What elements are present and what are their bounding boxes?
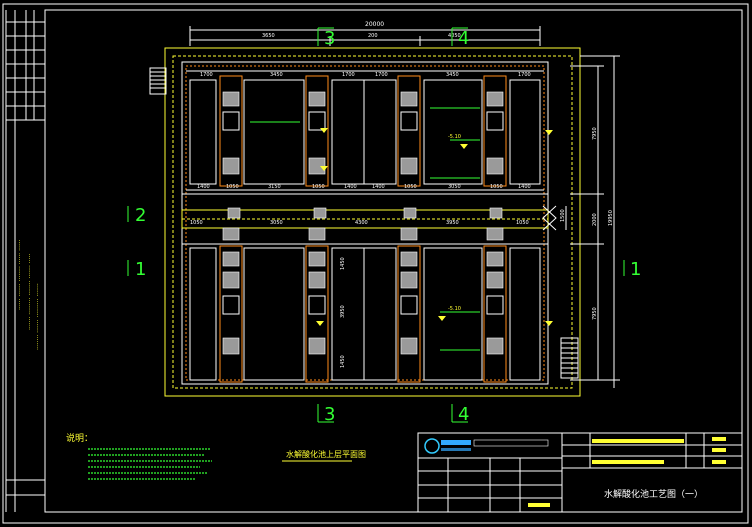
level-triangles [316,128,553,326]
svg-text:······ ······· ········ ······: ······ ······· ········ ······ ······ [17,239,24,310]
title-block [417,432,743,513]
right-dim-2: 2000 [592,213,598,226]
sheet-border [2,3,749,524]
section-mark-left-lower: 1 [135,259,146,280]
lower-compartments [189,247,541,381]
mid-dim-2: 1050 [226,184,239,190]
side-note-text: ······ ······· ········ ······ ······ ··… [17,239,42,350]
section-mark-top-right: 4 [458,28,469,49]
lower-dim-1: 1450 [340,257,346,270]
section-mark-top-left: 3 [324,28,335,49]
lower-channels [219,245,507,383]
section-mark-bottom-left: 3 [324,404,335,425]
right-dimension-lines [565,55,620,388]
lower-column-blocks [222,251,504,355]
annotation-leaders [250,107,480,351]
top-dim-1: 3650 [262,33,275,39]
corridor-dim-5: 1050 [516,220,529,226]
right-dim-5: 1500 [560,209,566,222]
section-cut-lines [127,27,625,423]
drawing-frame [44,9,743,513]
stair-right [560,337,579,379]
top-dim-2: 200 [368,33,378,39]
right-dim-1: 7950 [592,127,598,140]
mid-dim-9: 1050 [490,184,503,190]
stair-left [149,67,167,95]
mid-dim-7: 1050 [404,184,417,190]
notes-title: 说明： [66,432,93,444]
upper-column-blocks [222,91,504,175]
right-dim-4: 7950 [592,307,598,320]
right-dim-3: 19950 [608,210,614,226]
tank-outline [164,47,581,397]
binding-strip [5,10,45,512]
mid-dim-1: 1400 [197,184,210,190]
corridor-dim-2: 3050 [270,220,283,226]
mid-dim-5: 1400 [344,184,357,190]
svg-text:······· ········· ········ ···: ······· ········· ········ ······· ····· [27,254,34,330]
upper-channels [219,75,507,187]
corridor-dim-3: 4300 [355,220,368,226]
section-mark-bottom-right: 4 [458,404,469,425]
level-mark-lower: -5.10 [448,306,461,312]
mid-dim-6: 1400 [372,184,385,190]
corridor-dim-1: 1050 [190,220,203,226]
section-mark-left-upper: 2 [135,205,146,226]
section-mark-right: 1 [630,259,641,280]
upper-dim-6: 3450 [446,72,459,78]
svg-text:········ ······· ·········· ··: ········ ······· ·········· ······· [35,283,42,350]
notes-text-lines [88,448,212,480]
level-mark-upper: -5.10 [448,134,461,140]
lower-dim-2: 3950 [340,305,346,318]
upper-dim-5: 1700 [375,72,388,78]
mid-dim-3: 3150 [268,184,281,190]
upper-dim-4: 1700 [342,72,355,78]
view-title: 水解酸化池上层平面图 [286,449,366,459]
central-corridor [181,193,557,245]
upper-dim-1: 1700 [200,72,213,78]
drawing-title: 水解酸化池工艺图（一） [604,488,703,500]
corridor-dim-4: 3950 [446,220,459,226]
top-dim-3: 4050 [448,33,461,39]
top-dimension-lines [189,26,541,46]
lower-dim-3: 1450 [340,355,346,368]
mid-dim-10: 1400 [518,184,531,190]
upper-dim-7: 1700 [518,72,531,78]
upper-dim-3: 3450 [270,72,283,78]
mid-dim-8: 3050 [448,184,461,190]
mid-dim-4: 1050 [312,184,325,190]
overall-dimension: 20000 [365,21,384,28]
upper-compartments [189,79,541,185]
